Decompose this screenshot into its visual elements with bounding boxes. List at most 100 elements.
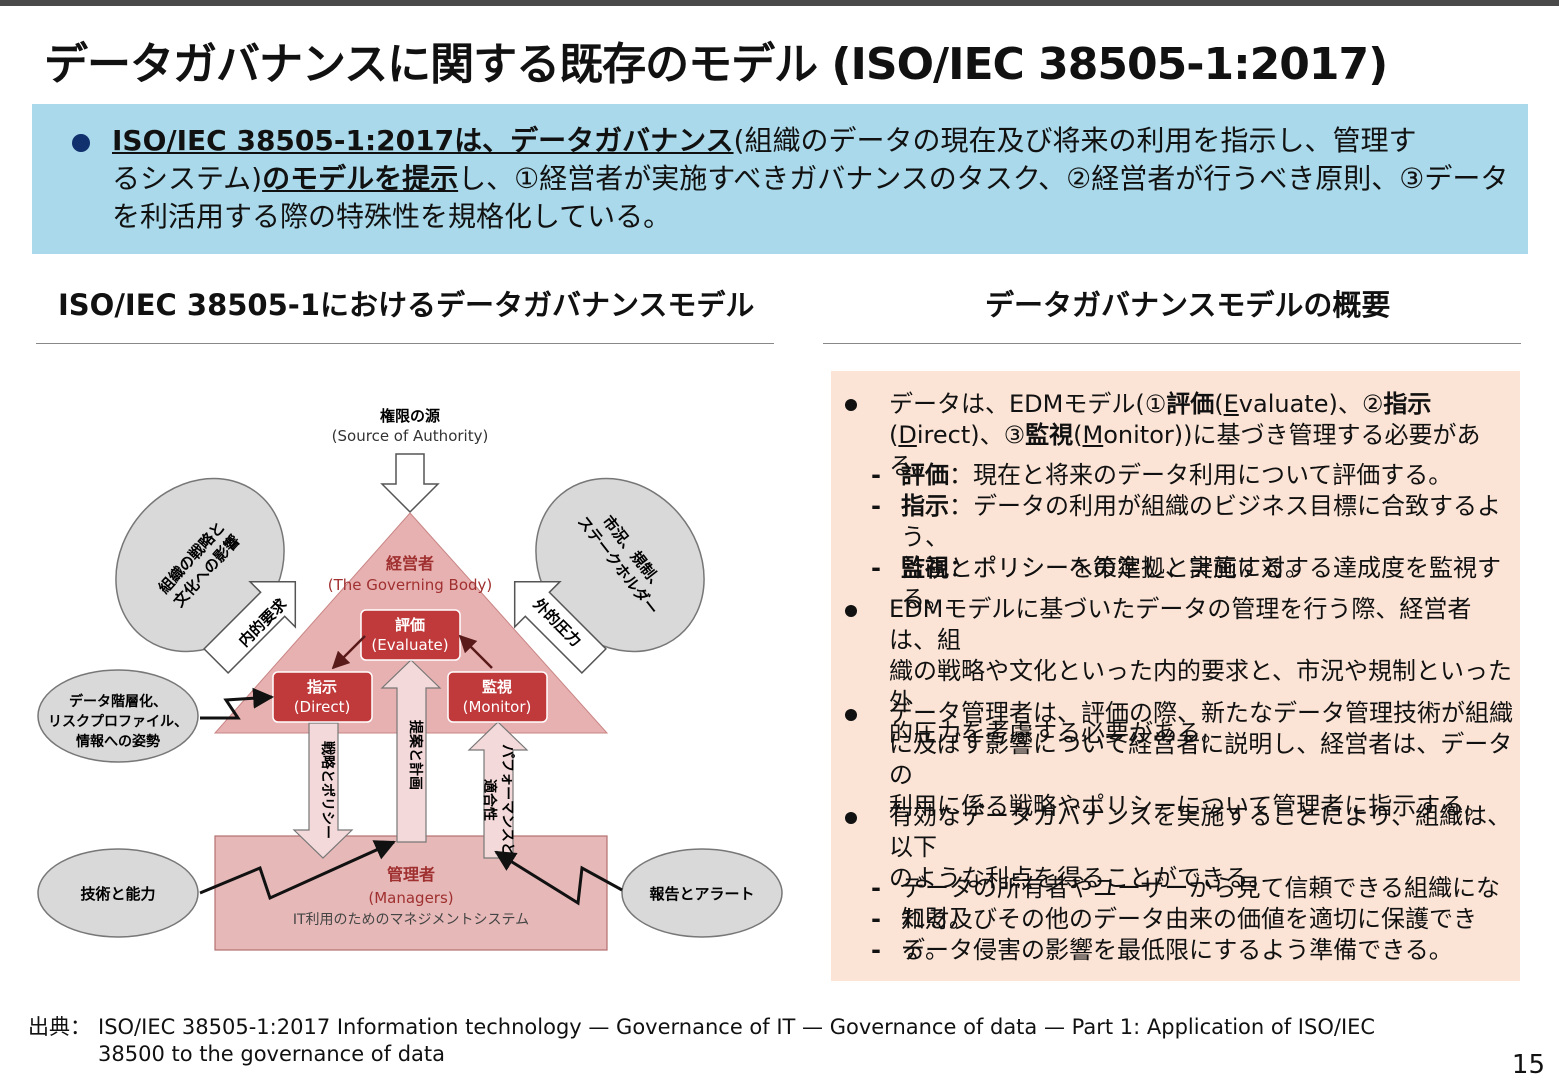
summary-text-1: (組織のデータの現在及び将来の利用を指示し、管理す — [733, 124, 1417, 157]
b2-l2: 織の戦略や文化といった内的要求と、市況や規制といった外 — [889, 657, 1513, 716]
strategy-policy-label: 戦略とポリシー — [319, 741, 336, 839]
managers-en: (Managers) — [368, 889, 453, 907]
report-alert-lightning — [494, 850, 623, 906]
left-section-divider — [36, 343, 774, 344]
governance-model-diagram: 権限の源 (Source of Authority) 組織の戦略と文化への影響 … — [37, 407, 783, 951]
authority-arrow — [380, 453, 440, 514]
b2-l1: EDMモデルに基づいたデータの管理を行う際、経営者は、組 — [889, 595, 1472, 654]
authority-sub: (Source of Authority) — [332, 427, 489, 445]
summary-text-3: し、①経営者が実施すべきガバナンスのタスク、②経営者が行うべき原則、③データ — [458, 162, 1509, 195]
dash-d2: - — [871, 905, 881, 933]
sub-evaluate: 評価：現在と将来のデータ利用について評価する。 — [901, 460, 1521, 491]
tech-ability-lightning — [199, 840, 396, 901]
data-layering-ellipse — [37, 669, 199, 763]
report-alert-label: 報告とアラート — [649, 885, 754, 903]
s2-text1: ：データの利用が組織のビジネス目標に合致するよう、 — [901, 492, 1501, 551]
monitor-to-evaluate-arrow — [458, 634, 493, 669]
monitor-label: 監視 — [482, 678, 512, 696]
b1-underline-m: M — [1082, 421, 1104, 449]
it-system-label: IT利用のためのマネジメントシステム — [293, 912, 529, 928]
source-body: ISO/IEC 38505-1:2017 Information technol… — [98, 1014, 1375, 1068]
report-alert-ellipse — [621, 848, 783, 938]
summary-text-2: るシステム) — [112, 162, 263, 195]
data-layering-l1: データ階層化、 — [69, 693, 167, 710]
benefit-2: 知財及びその他のデータ由来の価値を適切に保護できる。 — [901, 905, 1477, 964]
source-line-1: ISO/IEC 38505-1:2017 Information technol… — [98, 1015, 1376, 1039]
sub-direct: 指示：データの利用が組織のビジネス目標に合致するよう、計画とポリシーを策定し、実… — [901, 491, 1521, 584]
b1-text-f: ( — [1073, 421, 1083, 449]
b1-text-a: データは、EDMモデル(① — [889, 390, 1167, 418]
s3-term: 監視 — [901, 554, 949, 582]
strategy-policy-arrow — [292, 722, 354, 859]
proposal-plan-label: 提案と計画 — [407, 720, 424, 790]
dash-d3: - — [871, 936, 881, 964]
summary-text: ISO/IEC 38505-1:2017は、データガバナンス(組織のデータの現在… — [112, 122, 1512, 236]
performance-l1: パフォーマンスと — [499, 744, 515, 856]
b1-bold-evaluate: 評価 — [1166, 390, 1215, 418]
b4-l2: のような利点を得ることができる。 — [889, 864, 1273, 892]
right-section-divider — [823, 343, 1521, 344]
bullet-1-text: データは、EDMモデル(①評価(Evaluate)、②指示 (Direct)、③… — [889, 389, 1519, 482]
s1-text: ：現在と将来のデータ利用について評価する。 — [949, 461, 1453, 489]
source-citation: 出典： ISO/IEC 38505-1:2017 Information tec… — [28, 1014, 1375, 1066]
bullet-2 — [845, 605, 857, 617]
direct-label: 指示 — [307, 678, 337, 696]
summary-box: ISO/IEC 38505-1:2017は、データガバナンス(組織のデータの現在… — [32, 104, 1528, 254]
summary-bold-1: ISO/IEC 38505-1:2017は、データガバナンス — [112, 124, 734, 157]
bullet-3-text: データ管理者は、評価の際、新たなデータ管理技術が組織 に及ぼす影響について経営者… — [889, 698, 1519, 822]
b1-bold-direct: 指示 — [1383, 390, 1432, 418]
s2-term: 指示 — [901, 492, 949, 520]
summary-text-4: を利活用する際の特殊性を規格化している。 — [112, 200, 672, 233]
internal-demand-arrow-shape — [203, 580, 297, 674]
dash-s3: - — [871, 554, 881, 582]
source-line-2: 38500 to the governance of data — [98, 1042, 446, 1066]
b1-text-b: ( — [1214, 390, 1224, 418]
managers-label: 管理者 — [387, 865, 435, 884]
b1-text-d: ( — [889, 421, 899, 449]
b1-text-e: irect)、③ — [916, 421, 1026, 449]
proposal-plan-arrow — [380, 659, 442, 843]
authority-label: 権限の源 — [380, 407, 440, 425]
s2-text2: 計画とポリシーを策定し、実施する。 — [901, 554, 1309, 582]
slide-title: データガバナンスに関する既存のモデル (ISO/IEC 38505-1:2017… — [44, 39, 1388, 90]
b3-l1: データ管理者は、評価の際、新たなデータ管理技術が組織 — [889, 699, 1513, 727]
data-layering-lightning — [200, 687, 275, 720]
b1-text-c: valuate)、② — [1238, 390, 1384, 418]
source-label: 出典： — [28, 1015, 91, 1039]
b1-underline-e: E — [1223, 390, 1239, 418]
tech-ability-label: 技術と能力 — [80, 885, 155, 903]
evaluate-label: 評価 — [395, 616, 425, 634]
summary-bullet — [72, 134, 90, 152]
page-number: 15 — [1511, 1050, 1545, 1080]
summary-bold-2: のモデルを提示 — [262, 162, 459, 195]
performance-l2: 適合性 — [481, 779, 498, 821]
bullet-4 — [845, 812, 857, 824]
b1-underline-d: D — [898, 421, 917, 449]
dash-s2: - — [871, 492, 881, 520]
b4-l1: 有効なデータガバナンスを実施することにより、組織は、以下 — [889, 802, 1512, 861]
monitor-en: (Monitor) — [463, 698, 532, 716]
top-bar — [0, 0, 1559, 6]
data-layering-l3: 情報への姿勢 — [76, 733, 160, 750]
evaluate-to-direct-arrow — [331, 635, 366, 670]
governing-body-en: (The Governing Body) — [328, 576, 493, 594]
b2-l3: 的圧力を考慮する必要がある。 — [889, 719, 1225, 747]
dash-s1: - — [871, 461, 881, 489]
right-section-title: データガバナンスモデルの概要 — [985, 288, 1391, 322]
overview-panel: データは、EDMモデル(①評価(Evaluate)、②指示 (Direct)、③… — [831, 371, 1520, 981]
bullet-3 — [845, 709, 857, 721]
sub-monitor: 監視：ポリシーへの準拠と計画に対する達成度を監視する。 — [901, 553, 1521, 615]
b1-bold-monitor: 監視 — [1025, 421, 1074, 449]
s1-term: 評価 — [901, 461, 949, 489]
b3-l2: に及ぼす影響について経営者に説明し、経営者は、データの — [889, 730, 1513, 789]
bullet-2-text: EDMモデルに基づいたデータの管理を行う際、経営者は、組 織の戦略や文化といった… — [889, 594, 1519, 749]
external-pressure-arrow-shape — [513, 580, 607, 674]
data-layering-l2: リスクプロファイル、 — [48, 714, 188, 730]
b3-l3: 利用に係る戦略やポリシーについて管理者に指示する。 — [889, 792, 1489, 820]
tech-ability-ellipse — [37, 848, 199, 938]
benefit-3: データ侵害の影響を最低限にするよう準備できる。 — [901, 936, 1453, 964]
b1-text-g: onitor))に基づき管理する必要がある。 — [889, 421, 1481, 480]
performance-label: パフォーマンスと適合性 — [481, 744, 515, 856]
monitor-node — [447, 671, 548, 723]
benefit-1: データの所有者やユーザーから見て信頼できる組織になれる。 — [901, 874, 1501, 933]
